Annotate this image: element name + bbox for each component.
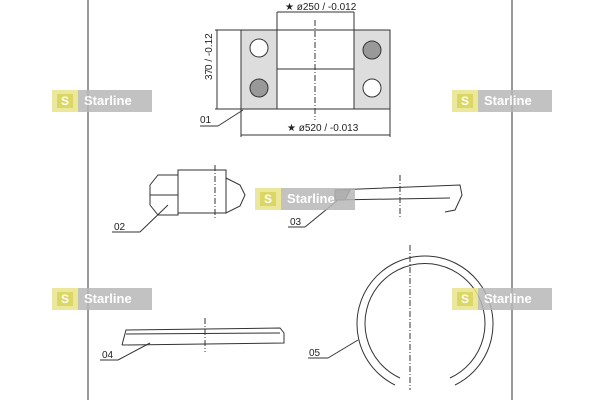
part-01-bearing — [200, 11, 391, 137]
part-label-05: 05 — [309, 348, 321, 359]
width-dim: 37 — [204, 68, 215, 80]
part-label-02: 02 — [114, 222, 126, 233]
outer-diameter-tol: 0 / -0.013 — [316, 123, 359, 134]
part-label-04: 04 — [102, 350, 114, 361]
outer-diameter-dim: ★ ø52 — [287, 123, 316, 134]
part-04-ring — [100, 318, 285, 361]
width-tol: 0 / -0.12 — [204, 33, 215, 70]
inner-diameter-dim: ★ ø25 — [285, 2, 314, 13]
part-05-snap-ring — [308, 245, 494, 390]
inner-diameter-tol: 0 / -0.012 — [314, 2, 357, 13]
part-label-01: 01 — [200, 115, 212, 126]
part-label-03: 03 — [290, 217, 302, 228]
part-02-nut — [112, 165, 246, 233]
